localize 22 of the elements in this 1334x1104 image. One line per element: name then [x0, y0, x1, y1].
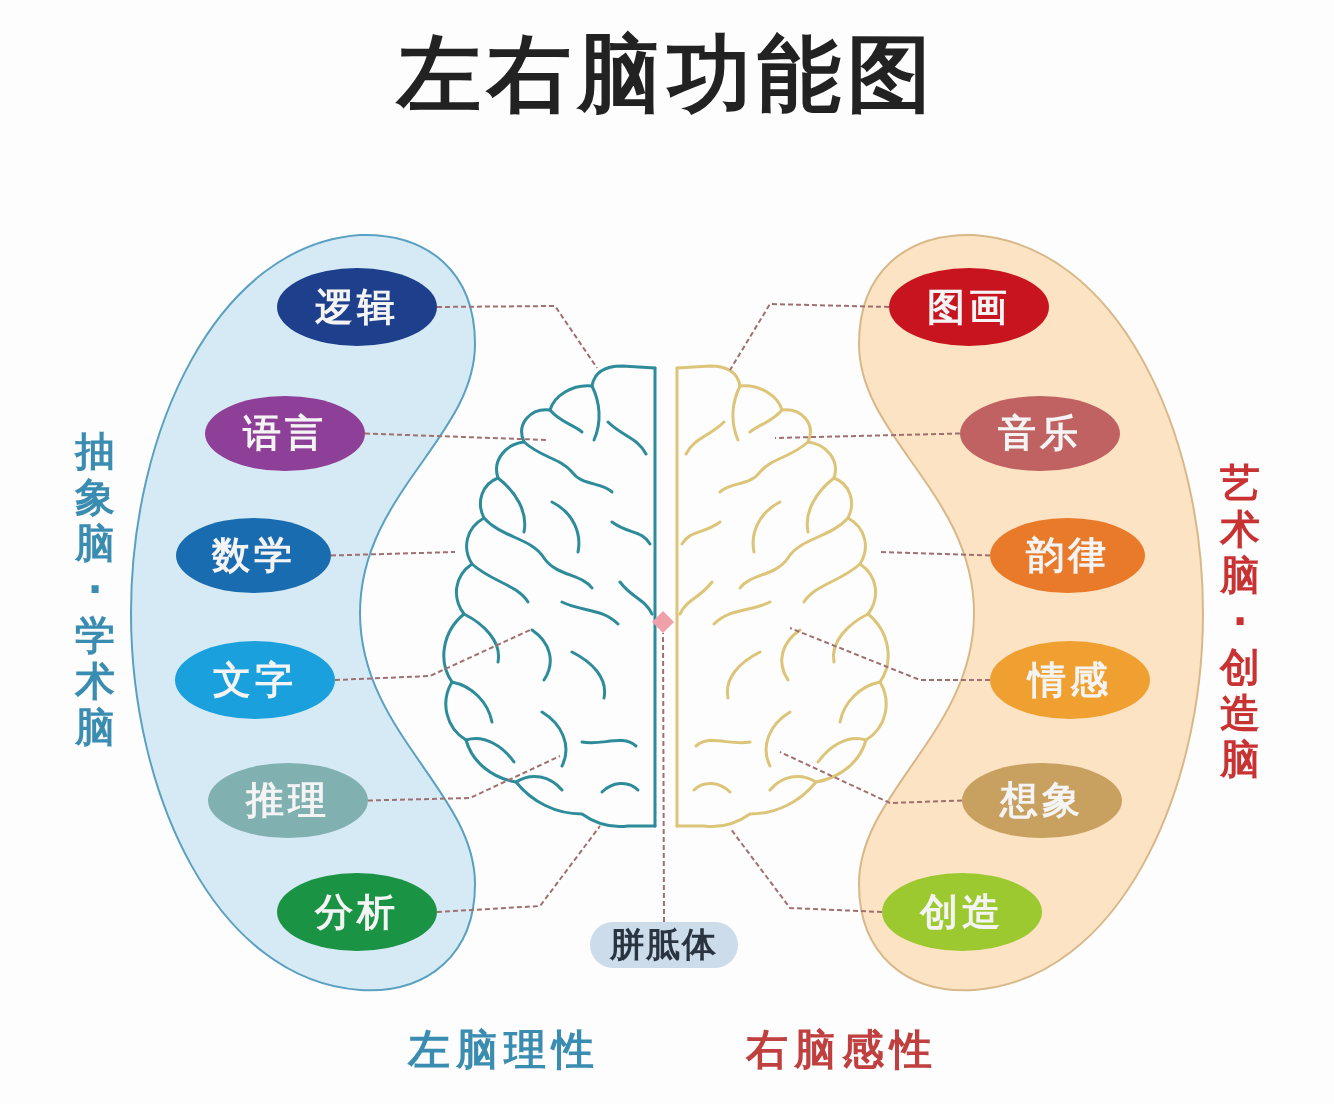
connector-line	[436, 305, 598, 369]
connector-line	[334, 629, 531, 681]
connector-line	[729, 303, 890, 371]
connector-line	[879, 551, 991, 557]
connector-line	[367, 755, 561, 802]
connector-line	[330, 551, 456, 557]
label-pill: 胼胝体	[590, 922, 738, 968]
caption-label: 右脑感性	[746, 1024, 938, 1076]
connector-line	[774, 432, 961, 439]
connector-line	[436, 825, 601, 913]
connector-line	[789, 627, 991, 681]
connector-line	[364, 432, 549, 441]
side-label: 抽象脑·学术脑	[73, 428, 116, 750]
title: 左右脑功能图	[394, 24, 938, 125]
connector-line	[729, 827, 883, 913]
connector-line	[779, 751, 963, 804]
crescent-band	[856, 232, 1206, 994]
side-label: 艺术脑·创造脑	[1218, 460, 1261, 782]
connector-line	[662, 632, 665, 923]
center-diamond	[652, 611, 674, 633]
crescent-band	[128, 232, 478, 994]
caption-label: 左脑理性	[408, 1024, 600, 1076]
